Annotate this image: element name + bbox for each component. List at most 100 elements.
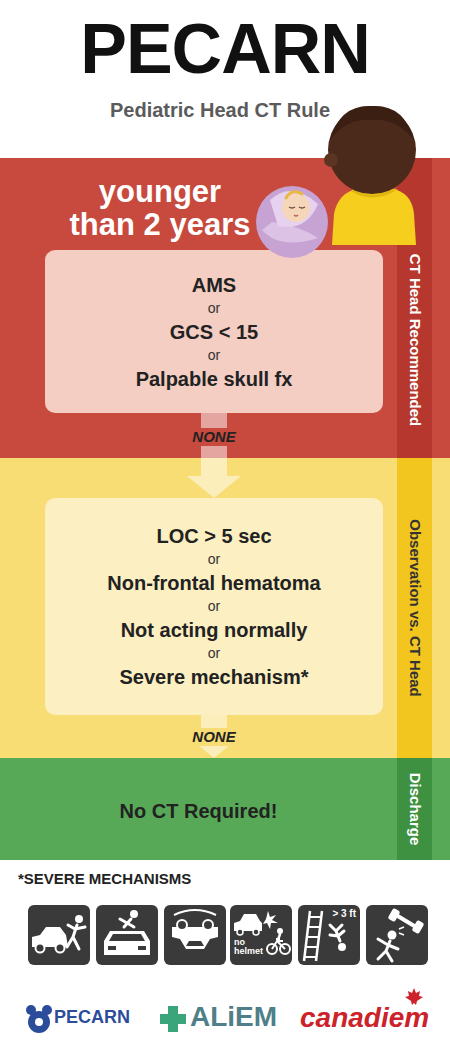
- edge-label: NONE: [188, 728, 239, 746]
- struck-icon-part: [412, 920, 425, 934]
- side-strip: Discharge: [397, 758, 432, 860]
- logo-text: ALiEM: [190, 1002, 300, 1033]
- rollover-icon: [164, 905, 226, 965]
- arrow-shaft: [201, 715, 227, 736]
- baby-figure-part: [294, 215, 298, 216]
- criteria-box: LOC > 5 secorNon-frontal hematomaorNot a…: [45, 498, 383, 715]
- bicycle-icon: [230, 905, 292, 965]
- criterion-text: Palpable skull fx: [55, 366, 373, 392]
- bicycle-icon-part: [278, 934, 280, 940]
- logo-marks-part: [42, 1005, 52, 1015]
- child-figure-part: [328, 106, 416, 194]
- icon-caption: > 3 ft: [320, 908, 356, 919]
- pedestrian-icon-part: [67, 925, 85, 949]
- fall-icon-part: [338, 943, 346, 951]
- child-figure-part: [332, 188, 416, 245]
- baby-figure: [256, 186, 328, 258]
- pedestrian-icon-part: [56, 944, 65, 953]
- bicycle-icon-part: [230, 905, 292, 965]
- band-green: DischargeNo CT Required!: [0, 758, 450, 860]
- flow-arrow: [187, 413, 241, 498]
- criterion-text: LOC > 5 sec: [55, 523, 373, 549]
- criteria-list: LOC > 5 secorNon-frontal hematomaorNot a…: [45, 523, 383, 690]
- logo-text: canadiem: [300, 1003, 430, 1034]
- fall-icon-part: [305, 917, 322, 957]
- logo-marks-part: [35, 1018, 43, 1026]
- logo-text: PECARN: [54, 1008, 154, 1028]
- or-text: or: [55, 345, 373, 366]
- ejection-icon-part: [109, 934, 145, 941]
- mechanism-icons: [28, 905, 428, 965]
- bicycle-icon-part: [234, 914, 262, 931]
- ejection-icon-part: [96, 905, 158, 965]
- band-label: Observation vs. CT Head: [406, 519, 423, 697]
- ejection-icon: [96, 905, 158, 965]
- band-yellow: LOC > 5 secorNon-frontal hematomaorNot a…: [0, 458, 450, 758]
- criterion-text: AMS: [55, 272, 373, 298]
- criteria-list: AMSorGCS < 15orPalpable skull fx: [45, 272, 383, 392]
- ejection-icon-part: [138, 946, 146, 950]
- pedestrian-icon-part: [28, 905, 90, 965]
- criterion-text: GCS < 15: [55, 319, 373, 345]
- age-heading: younger than 2 years: [65, 176, 255, 241]
- flow-arrow: [187, 715, 241, 758]
- edge-label: NONE: [188, 428, 239, 446]
- result-text: No CT Required!: [0, 799, 397, 823]
- pedestrian-icon-part: [36, 944, 45, 953]
- rollover-icon-part: [172, 927, 218, 949]
- criteria-box: AMSorGCS < 15orPalpable skull fx: [45, 250, 383, 413]
- rollover-icon-part: [186, 941, 204, 946]
- struck-icon-part: [366, 905, 428, 965]
- arrow-shaft: [201, 413, 227, 476]
- struck-icon: [366, 905, 428, 965]
- child-figure-part: [324, 153, 338, 167]
- icon-caption: no helmet: [234, 938, 264, 957]
- pedestrian-icon: [28, 905, 90, 965]
- logo-marks: [26, 988, 423, 1033]
- ejection-icon-part: [120, 919, 134, 927]
- bicycle-icon-part: [253, 929, 259, 935]
- fall-icon-part: [304, 911, 322, 961]
- or-text: or: [55, 643, 373, 664]
- ejection-icon-part: [104, 931, 150, 955]
- bicycle-icon-part: [263, 911, 278, 929]
- baby-figure-part: [256, 186, 328, 258]
- band-label: CT Head Recommended: [406, 254, 423, 427]
- pedestrian-icon-part: [75, 915, 83, 923]
- child-figure: [324, 106, 416, 245]
- or-text: or: [55, 298, 373, 319]
- criterion-text: Non-frontal hematoma: [55, 570, 373, 596]
- child-figure-part: [330, 106, 414, 140]
- fall-icon-part: [330, 925, 344, 941]
- struck-icon-part: [378, 939, 398, 961]
- logo-marks-part: [160, 1006, 186, 1032]
- rollover-icon-part: [174, 910, 216, 915]
- rollover-icon-part: [203, 920, 213, 930]
- baby-figure-part: [289, 207, 305, 208]
- rollover-icon-part: [177, 920, 187, 930]
- logo-marks-part: [405, 988, 423, 1005]
- baby-figure-part: [270, 191, 318, 227]
- bicycle-icon-part: [237, 929, 243, 935]
- ejection-icon-part: [108, 946, 116, 950]
- subtitle: Pediatric Head CT Rule: [0, 98, 440, 122]
- struck-icon-part: [399, 927, 404, 935]
- criterion-text: Severe mechanism*: [55, 664, 373, 690]
- fall-icon: [298, 905, 360, 965]
- logo-marks-part: [26, 1005, 36, 1015]
- arrow-head: [187, 736, 241, 758]
- or-text: or: [55, 596, 373, 617]
- or-text: or: [55, 549, 373, 570]
- fall-icon-part: [298, 905, 360, 965]
- struck-icon-part: [388, 931, 397, 940]
- rollover-icon-part: [164, 905, 226, 965]
- ejection-icon-part: [130, 910, 138, 918]
- arrow-head: [187, 476, 241, 498]
- section-heading: *SEVERE MECHANISMS: [18, 870, 318, 888]
- struck-icon-part: [396, 915, 416, 927]
- criterion-text: Not acting normally: [55, 617, 373, 643]
- main-title: PECARN: [0, 14, 450, 84]
- baby-figure-part: [286, 192, 302, 198]
- side-strip: Observation vs. CT Head: [397, 458, 432, 758]
- struck-icon-part: [388, 908, 401, 922]
